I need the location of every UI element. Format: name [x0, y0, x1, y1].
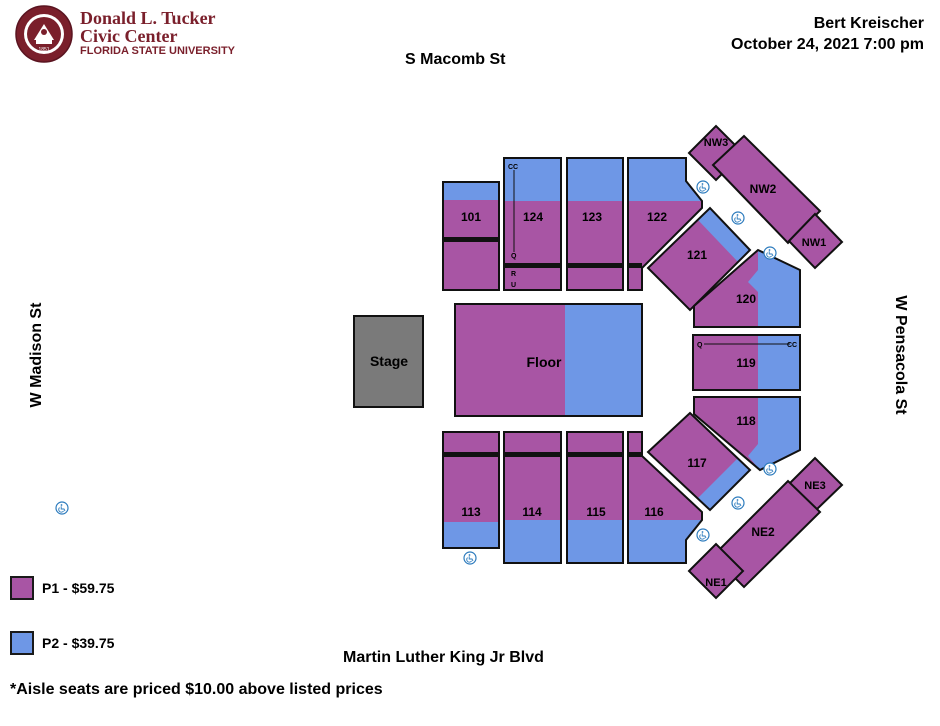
- legend-swatch-p1: [10, 576, 34, 600]
- venue-name-line2: Civic Center: [80, 26, 178, 46]
- section-115-label: 115: [586, 505, 606, 519]
- wheelchair-icon: [463, 551, 477, 565]
- section-114[interactable]: 114: [503, 431, 562, 564]
- section-114-label: 114: [522, 505, 542, 519]
- section-113-label: 113: [461, 505, 481, 519]
- performer-name: Bert Kreischer: [813, 15, 924, 32]
- legend-label-p2: P2 - $39.75: [42, 635, 115, 651]
- section-ne3-label: NE3: [804, 480, 825, 492]
- section-118[interactable]: 118: [693, 396, 801, 472]
- event-info: Bert Kreischer October 24, 2021 7:00 pm: [624, 13, 924, 55]
- section-122-label: 122: [647, 210, 667, 224]
- section-117-label: 117: [687, 456, 707, 470]
- university-name: FLORIDA STATE UNIVERSITY: [80, 45, 236, 57]
- venue-name-line1: Donald L. Tucker: [80, 8, 216, 28]
- legend-swatch-p2: [10, 631, 34, 655]
- university-seal-icon: 1851: [15, 5, 73, 63]
- section-ne2[interactable]: NE2: [711, 479, 822, 589]
- section-121[interactable]: 121: [646, 206, 752, 312]
- wheelchair-icon: [696, 528, 710, 542]
- section-123[interactable]: 123: [566, 157, 624, 291]
- section-116[interactable]: 116: [627, 431, 703, 564]
- section-101[interactable]: 101: [442, 181, 500, 291]
- row-marker-r: R: [511, 271, 516, 278]
- section-ne1-label: NE1: [705, 577, 726, 589]
- street-south: Martin Luther King Jr Blvd: [343, 649, 544, 666]
- section-123-label: 123: [582, 210, 602, 224]
- section-118-label: 118: [736, 414, 756, 428]
- aisle-price-note: *Aisle seats are priced $10.00 above lis…: [10, 681, 383, 698]
- event-datetime: October 24, 2021 7:00 pm: [731, 36, 924, 53]
- row-marker-u: U: [511, 282, 516, 289]
- venue-logo: 1851: [14, 4, 74, 64]
- section-117[interactable]: 117: [646, 411, 752, 512]
- section-nw3-label: NW3: [704, 137, 728, 149]
- section-ne1[interactable]: NE1: [687, 542, 745, 600]
- section-124[interactable]: CC Q R U 124: [503, 157, 562, 291]
- stage[interactable]: Stage: [353, 315, 424, 408]
- section-124-label: 124: [523, 210, 543, 224]
- wheelchair-icon: [763, 462, 777, 476]
- legend-label-p1: P1 - $59.75: [42, 580, 115, 596]
- section-121-label: 121: [687, 248, 707, 262]
- seal-year: 1851: [38, 47, 49, 53]
- wheelchair-icon: [731, 496, 745, 510]
- street-north: S Macomb St: [405, 51, 506, 68]
- row-marker-cc: CC: [508, 164, 518, 171]
- wheelchair-icon: [763, 246, 777, 260]
- section-115[interactable]: 115: [566, 431, 624, 564]
- floor-label: Floor: [527, 354, 563, 370]
- section-119-label: 119: [736, 356, 756, 370]
- section-nw1-label: NW1: [802, 237, 826, 249]
- row-marker-q: Q: [511, 253, 517, 260]
- section-nw1[interactable]: NW1: [787, 212, 844, 270]
- wheelchair-icon: [731, 211, 745, 225]
- section-120[interactable]: 120: [693, 248, 801, 328]
- section-101-label: 101: [461, 210, 481, 224]
- section-120-label: 120: [736, 292, 756, 306]
- wheelchair-icon: [696, 180, 710, 194]
- row-marker-q-side: Q: [697, 342, 703, 349]
- section-floor[interactable]: Floor: [454, 303, 643, 417]
- wheelchair-icon: [55, 501, 69, 515]
- section-119[interactable]: Q CC 119: [692, 334, 801, 391]
- stage-label: Stage: [370, 353, 408, 369]
- section-nw2[interactable]: NW2: [711, 134, 822, 245]
- section-122[interactable]: 122: [627, 157, 703, 291]
- section-113[interactable]: 113: [442, 431, 500, 549]
- section-ne2-label: NE2: [751, 525, 775, 539]
- row-marker-cc-side: CC: [787, 342, 797, 349]
- section-116-label: 116: [644, 505, 664, 519]
- section-nw2-label: NW2: [750, 182, 777, 196]
